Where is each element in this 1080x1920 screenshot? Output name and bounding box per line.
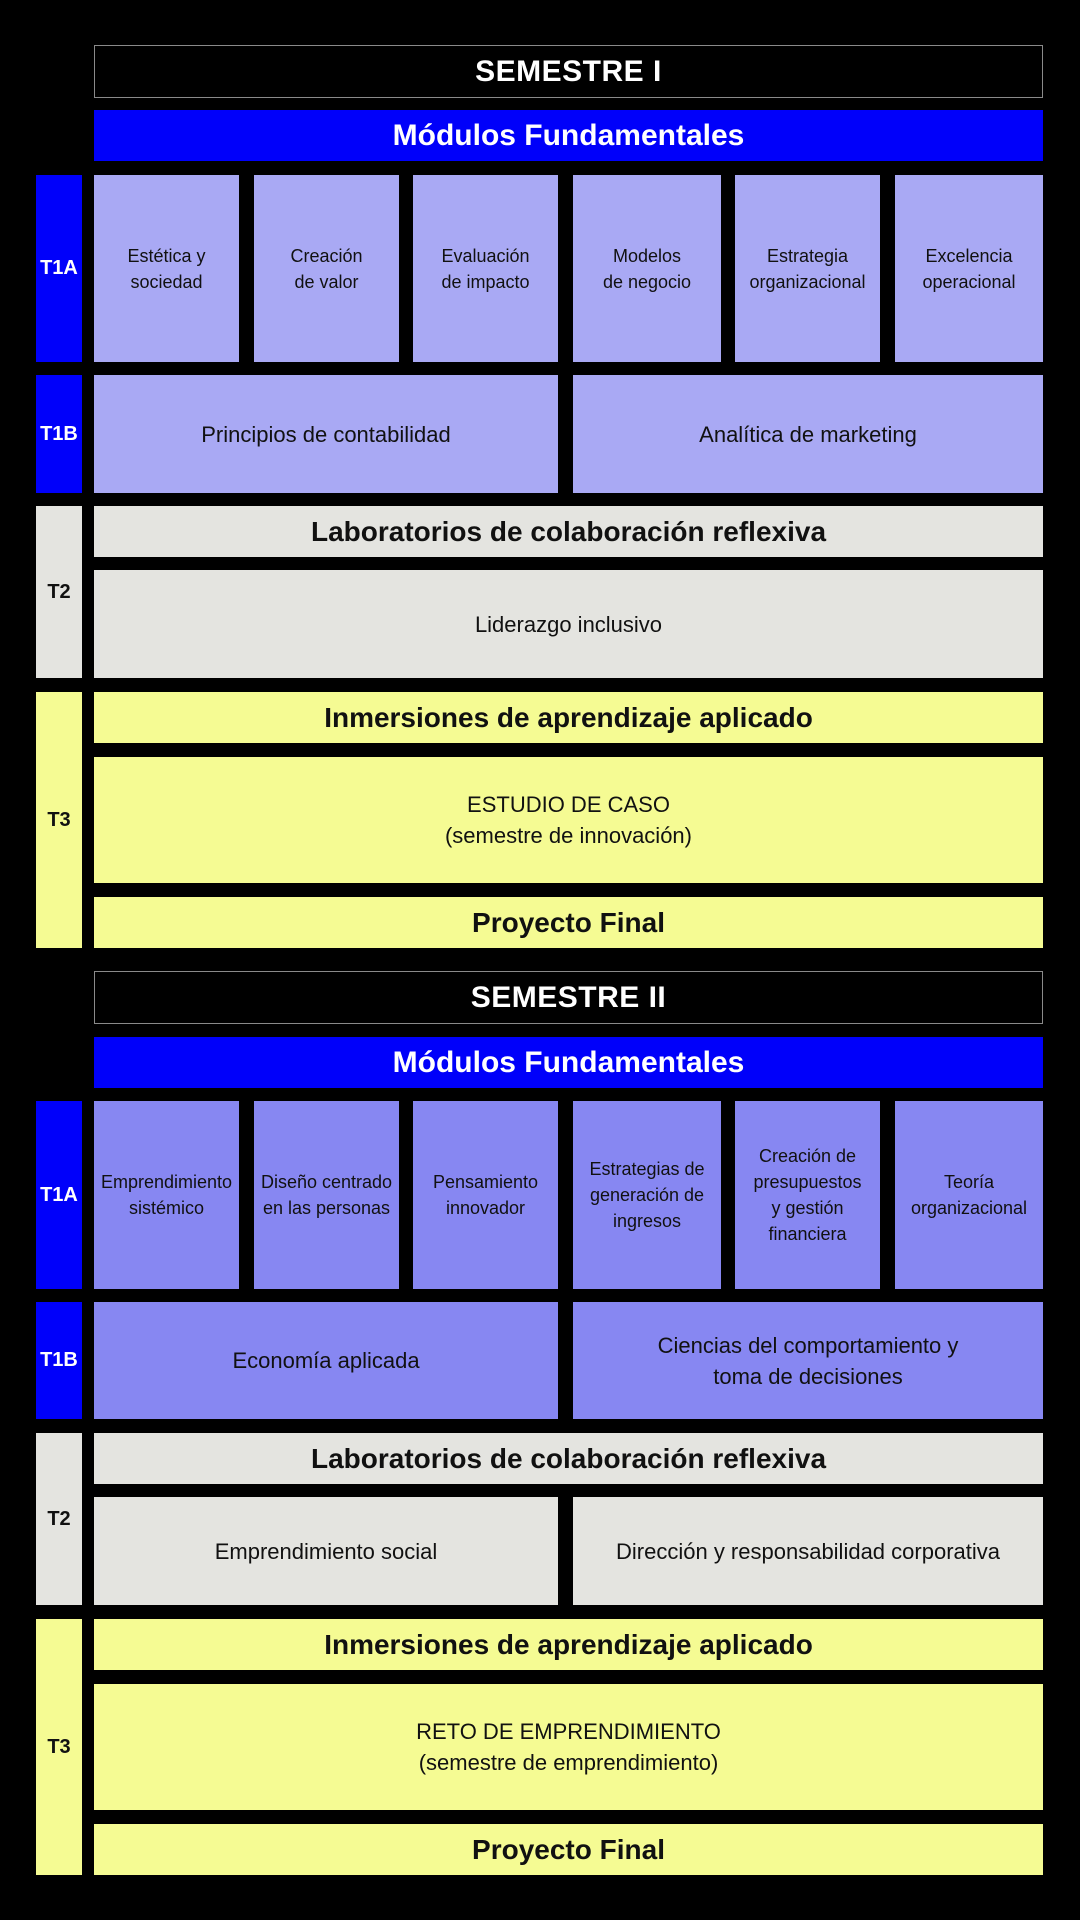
semester-2-t3-header: Inmersiones de aprendizaje aplicado bbox=[94, 1619, 1043, 1670]
semester-2-t1b-course-2: Ciencias del comportamiento y toma de de… bbox=[573, 1302, 1043, 1419]
semester-2-t1a-course-1: Emprendimiento sistémico bbox=[94, 1101, 239, 1289]
semester-1-term-t1a: T1A bbox=[36, 175, 82, 362]
semester-1-t1a-course-6: Excelencia operacional bbox=[895, 175, 1043, 362]
semester-2-t1b-course-1: Economía aplicada bbox=[94, 1302, 558, 1419]
semester-2-t2-course-1: Emprendimiento social bbox=[94, 1497, 558, 1605]
semester-1-term-t3: T3 bbox=[36, 692, 82, 948]
semester-1-t2-course-1: Liderazgo inclusivo bbox=[94, 570, 1043, 678]
semester-1-t1b-course-2: Analítica de marketing bbox=[573, 375, 1043, 493]
semester-2-term-t2: T2 bbox=[36, 1433, 82, 1605]
semester-1-title: SEMESTRE I bbox=[94, 45, 1043, 98]
semester-2-modules-header: Módulos Fundamentales bbox=[94, 1037, 1043, 1088]
semester-2-title: SEMESTRE II bbox=[94, 971, 1043, 1024]
semester-2-term-t1a: T1A bbox=[36, 1101, 82, 1289]
semester-1-t3-final-project: Proyecto Final bbox=[94, 897, 1043, 948]
semester-2-term-t3: T3 bbox=[36, 1619, 82, 1875]
semester-1-t1a-course-5: Estrategia organizacional bbox=[735, 175, 880, 362]
semester-1-t3-case-study: ESTUDIO DE CASO (semestre de innovación) bbox=[94, 757, 1043, 883]
semester-2-term-t1b: T1B bbox=[36, 1302, 82, 1419]
semester-2-t1a-course-3: Pensamiento innovador bbox=[413, 1101, 558, 1289]
semester-1-t1a-course-1: Estética y sociedad bbox=[94, 175, 239, 362]
semester-1-t1a-course-3: Evaluación de impacto bbox=[413, 175, 558, 362]
semester-2-t3-challenge: RETO DE EMPRENDIMIENTO (semestre de empr… bbox=[94, 1684, 1043, 1810]
semester-1-t1a-course-4: Modelos de negocio bbox=[573, 175, 721, 362]
semester-1-t1a-course-2: Creación de valor bbox=[254, 175, 399, 362]
semester-2-t1a-course-4: Estrategias de generación de ingresos bbox=[573, 1101, 721, 1289]
semester-2-t1a-course-5: Creación de presupuestos y gestión finan… bbox=[735, 1101, 880, 1289]
semester-2-t2-header: Laboratorios de colaboración reflexiva bbox=[94, 1433, 1043, 1484]
semester-1-t1b-course-1: Principios de contabilidad bbox=[94, 375, 558, 493]
semester-1-term-t1b: T1B bbox=[36, 375, 82, 493]
semester-2-t1a-course-6: Teoría organizacional bbox=[895, 1101, 1043, 1289]
semester-1-t3-header: Inmersiones de aprendizaje aplicado bbox=[94, 692, 1043, 743]
semester-1-t2-header: Laboratorios de colaboración reflexiva bbox=[94, 506, 1043, 557]
semester-2-t3-final-project: Proyecto Final bbox=[94, 1824, 1043, 1875]
semester-2-t1a-course-2: Diseño centrado en las personas bbox=[254, 1101, 399, 1289]
semester-1-modules-header: Módulos Fundamentales bbox=[94, 110, 1043, 161]
semester-1-term-t2: T2 bbox=[36, 506, 82, 678]
semester-2-t2-course-2: Dirección y responsabilidad corporativa bbox=[573, 1497, 1043, 1605]
